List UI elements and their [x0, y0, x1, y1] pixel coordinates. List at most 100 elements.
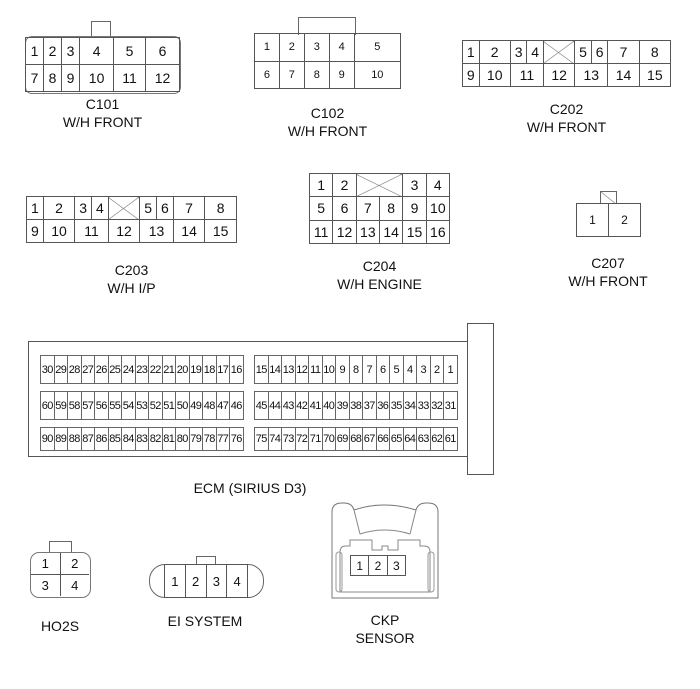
ecm-pin: 88: [68, 427, 82, 451]
pin: 10: [425, 196, 451, 221]
ecm-pin: 25: [108, 355, 122, 384]
ecm-pin: 26: [95, 355, 109, 384]
pin: 5: [139, 196, 158, 220]
ecm-pin: 33: [417, 391, 431, 420]
ecm-pin: 58: [68, 391, 82, 420]
pin: 3: [303, 33, 330, 62]
pin: 9: [462, 63, 480, 87]
pin: 12: [542, 63, 576, 87]
ecm-pin: 10: [322, 355, 336, 384]
ho2s-latch: [49, 541, 72, 553]
ecm-pin: 32: [430, 391, 444, 420]
pin: 6: [590, 40, 609, 64]
ei-label: EI SYSTEM: [167, 613, 243, 629]
ecm-pin: 79: [189, 427, 203, 451]
blank-pin: [355, 172, 404, 198]
pin: 2: [59, 553, 89, 575]
ecm-pin: 42: [295, 391, 309, 420]
ecm-pin: 14: [268, 355, 282, 384]
ecm-pin: 24: [122, 355, 136, 384]
ecm-pin: 81: [162, 427, 176, 451]
ecm-pin: 76: [230, 427, 244, 451]
ecm-pin: 66: [376, 427, 390, 451]
pin: 1: [349, 555, 370, 576]
pin: 4: [91, 196, 109, 220]
c207-desc: W/H FRONT: [568, 273, 648, 289]
pin: 7: [24, 64, 45, 92]
ecm-pin: 62: [430, 427, 444, 451]
pin: 3: [61, 37, 81, 65]
pin: 6: [254, 60, 280, 89]
ecm-pin: 22: [149, 355, 163, 384]
ecm-pin: 7: [363, 355, 377, 384]
ecm-pin: 57: [81, 391, 95, 420]
pin: 8: [638, 40, 672, 64]
c207-id: C207: [591, 255, 625, 271]
ecm-pin: 67: [363, 427, 377, 451]
pin: 14: [607, 63, 640, 87]
pin: 6: [156, 196, 174, 220]
pin: 1: [576, 203, 609, 237]
c202-id: C202: [549, 101, 584, 117]
pin: 2: [42, 196, 76, 220]
pin: 13: [139, 219, 174, 243]
c207-latch: [600, 191, 617, 204]
pin: 2: [43, 37, 63, 65]
pin: 11: [113, 64, 146, 92]
c204-desc: W/H ENGINE: [337, 276, 422, 292]
ecm-pin: 4: [403, 355, 417, 384]
ecm-pin: 74: [268, 427, 282, 451]
pin: 2: [608, 203, 641, 237]
pin: 1: [164, 564, 186, 598]
pin: 9: [26, 219, 44, 243]
ecm-pin: 68: [349, 427, 363, 451]
pin: 8: [303, 60, 330, 89]
c102-desc: W/H FRONT: [287, 123, 368, 139]
ecm-pin: 31: [444, 391, 458, 420]
c204-pin-grid: 1 2 3 4 5 6 7 8 9 10 11 12 13 14 15 16: [308, 172, 451, 245]
ei-pin-grid: 1 2 3 4: [164, 564, 248, 598]
ecm-pin: 44: [268, 391, 282, 420]
ecm-pin: 11: [309, 355, 323, 384]
ecm-pin: 50: [176, 391, 190, 420]
ecm-pin: 37: [363, 391, 377, 420]
ecm-pin: 43: [282, 391, 296, 420]
ecm-pin: 63: [417, 427, 431, 451]
pin: 13: [574, 63, 609, 87]
pin: 3: [74, 196, 93, 220]
ecm-pin: 69: [336, 427, 350, 451]
pin: 5: [353, 33, 402, 62]
pin: 7: [607, 40, 640, 64]
c203-pin-grid: 1 2 3 4 5 6 7 8 9 10 11 12 13 14 15: [26, 196, 237, 243]
ecm-pin: 77: [216, 427, 230, 451]
ho2s-housing: [30, 552, 91, 598]
c202-pin-grid: 1 2 3 4 5 6 7 8 9 10 11 12 13 14 15: [462, 40, 672, 87]
ecm-pin: 56: [95, 391, 109, 420]
ecm-pin: 85: [108, 427, 122, 451]
ecm-pin: 54: [122, 391, 136, 420]
ecm-pin: 45: [254, 391, 269, 420]
ecm-pin: 2: [430, 355, 444, 384]
pin: 8: [43, 64, 63, 92]
pin: 14: [172, 219, 206, 243]
pin: 15: [638, 63, 672, 87]
pin: 8: [204, 196, 237, 220]
pin: 4: [226, 564, 248, 598]
pin: 3: [509, 40, 528, 64]
ecm-pin: 87: [81, 427, 95, 451]
c102-latch: [298, 17, 356, 35]
pin: 1: [308, 172, 334, 198]
ecm-pin: 86: [95, 427, 109, 451]
ecm-pin: 8: [349, 355, 363, 384]
pin: 3: [31, 574, 61, 596]
pin: 5: [574, 40, 592, 64]
pin: 4: [59, 574, 89, 596]
ecm-pin: 21: [162, 355, 176, 384]
ecm-pin: 83: [135, 427, 149, 451]
ecm-side-lock: [467, 323, 494, 475]
ecm-pin: 19: [189, 355, 203, 384]
c204-id: C204: [362, 258, 397, 274]
